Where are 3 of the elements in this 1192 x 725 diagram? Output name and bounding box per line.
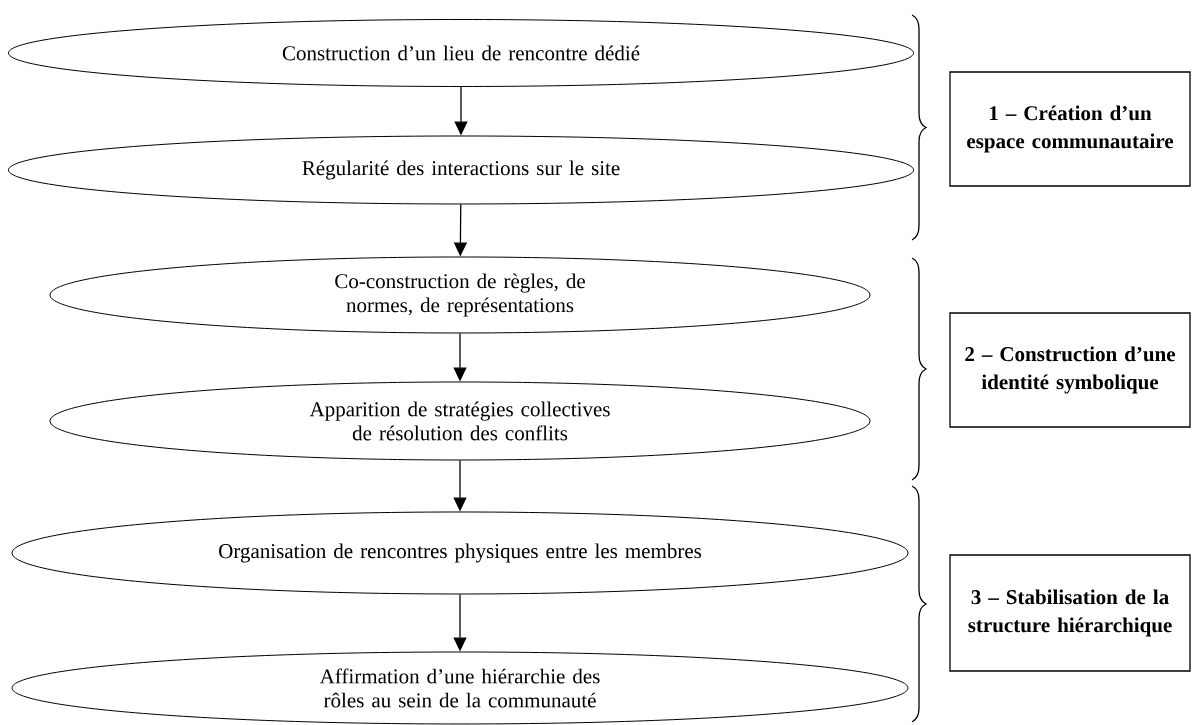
phase-box: 3 – Stabilisation de la structure hiérarchique	[949, 554, 1191, 672]
phase-box: 1 – Création d’un espace communautaire	[949, 71, 1191, 187]
phase-box: 2 – Construction d’une identité symbolique	[949, 312, 1191, 428]
